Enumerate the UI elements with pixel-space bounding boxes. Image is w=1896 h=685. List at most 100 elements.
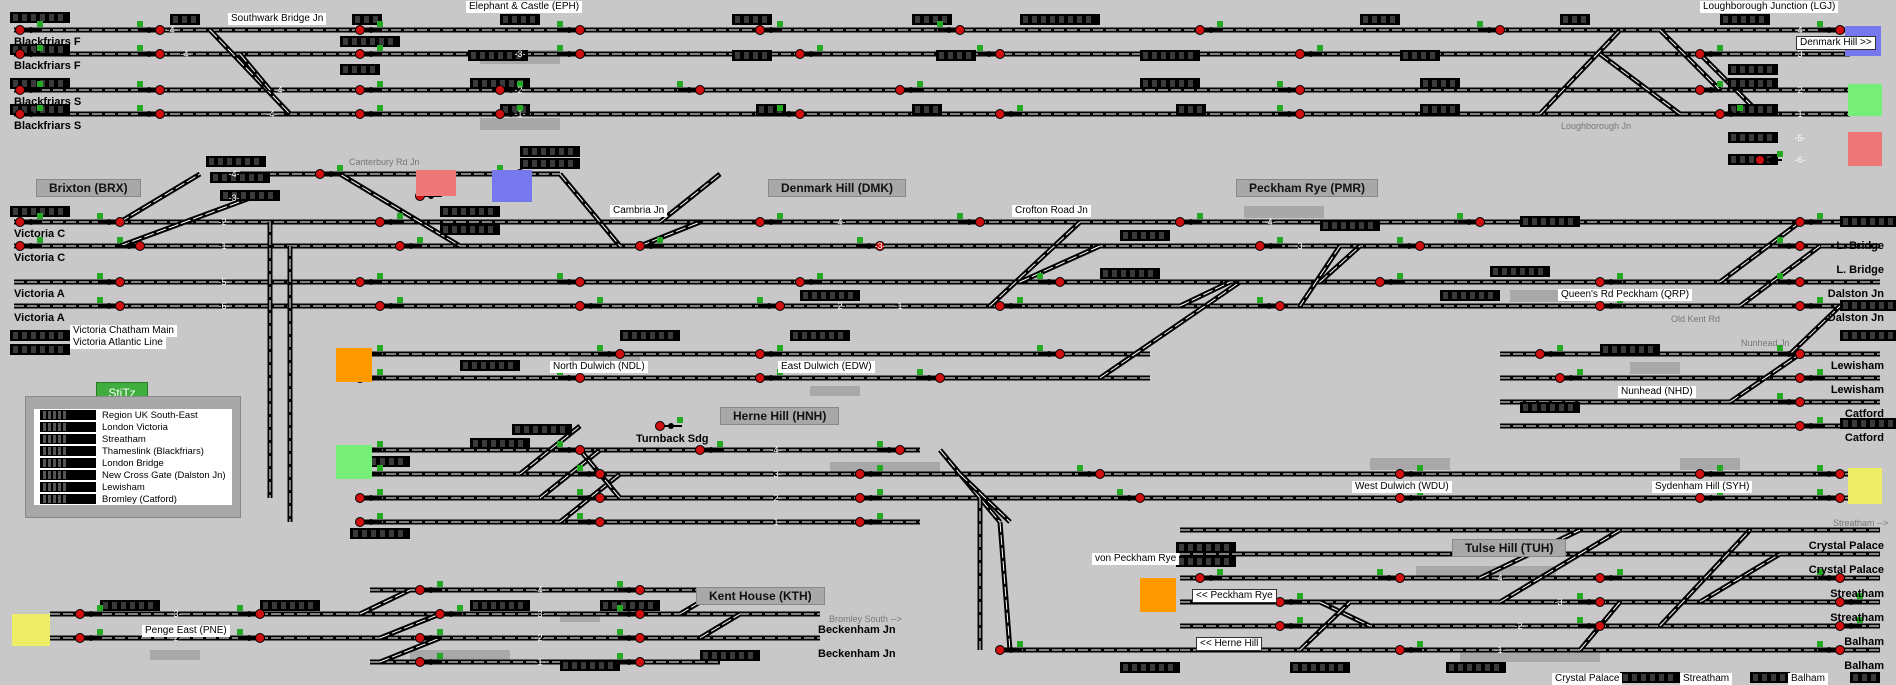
pad-syh-yellow[interactable]	[1848, 468, 1882, 504]
berth-digit	[521, 16, 526, 23]
terminal-right[interactable]: Crystal Palace	[1808, 564, 1884, 576]
track-number: -5-	[1795, 133, 1806, 143]
signal-head-off	[1046, 279, 1052, 285]
signal-marker	[1817, 569, 1823, 575]
signal-head-off	[1586, 623, 1592, 629]
signal-head-red	[635, 657, 645, 667]
to-peckham-rye-button[interactable]: << Peckham Rye	[1192, 589, 1277, 603]
berth-digit	[103, 602, 108, 609]
berth-digit	[1493, 268, 1498, 275]
berth-digit	[581, 662, 586, 669]
terminal-left[interactable]: Victoria C	[14, 252, 66, 264]
label-old-kent-rd: Old Kent Rd	[1671, 314, 1721, 324]
denmark-hill-link-button[interactable]: Denmark Hill >>	[1796, 36, 1876, 50]
signal-head-off	[1786, 399, 1792, 405]
berth-digit	[1443, 292, 1448, 299]
signal-head-off	[768, 375, 774, 381]
berth-digit	[768, 106, 773, 113]
legend-item[interactable]: Lewisham	[34, 481, 145, 493]
berth-digit	[473, 440, 478, 447]
terminal-right[interactable]: Catford	[1844, 432, 1884, 444]
berth-digit	[1888, 420, 1893, 427]
pad-lgj-red[interactable]	[1848, 132, 1882, 166]
berth-digit	[370, 38, 375, 45]
pad-ndl-orange[interactable]	[336, 348, 372, 382]
signal-head-off	[868, 495, 874, 501]
to-herne-hill-button[interactable]: << Herne Hill	[1196, 637, 1263, 651]
berth-digit	[173, 16, 178, 23]
legend-item[interactable]: Thameslink (Blackfriars)	[34, 445, 204, 457]
track-segment	[559, 173, 621, 247]
terminal-right[interactable]: Balham	[1844, 636, 1884, 648]
berth-digit	[1197, 544, 1202, 551]
berth-digit	[1421, 52, 1426, 59]
signal-marker	[37, 81, 43, 87]
berth-digit	[1550, 218, 1555, 225]
berth-digit	[942, 16, 947, 23]
signal-head-off	[428, 659, 434, 665]
signal-head-off	[626, 611, 632, 617]
signal-marker	[1417, 465, 1423, 471]
terminal-left[interactable]: Blackfriars F	[14, 36, 81, 48]
terminal-left[interactable]: Blackfriars F	[14, 60, 81, 72]
signal-head-red	[655, 421, 665, 431]
berth-digit	[31, 106, 36, 113]
terminal-beckenham-jn[interactable]: Beckenham Jn	[818, 648, 896, 660]
terminal-right[interactable]: Crystal Palace	[1808, 540, 1884, 552]
signal-head-red	[375, 217, 385, 227]
berth-digit	[1215, 558, 1220, 565]
terminal-right[interactable]: Streatham	[1830, 612, 1884, 624]
signal-marker	[1857, 617, 1863, 623]
berth-digit	[1461, 292, 1466, 299]
terminal-right[interactable]: Dalston Jn	[1827, 312, 1884, 324]
pad-peckham-orange[interactable]	[1140, 578, 1176, 612]
terminal-right[interactable]: Dalston Jn	[1827, 288, 1884, 300]
legend-item[interactable]: London Bridge	[34, 457, 164, 469]
terminal-left[interactable]: Blackfriars S	[14, 120, 82, 132]
legend-item[interactable]: New Cross Gate (Dalston Jn)	[34, 469, 226, 481]
terminal-right[interactable]: L. Bridge	[1836, 240, 1884, 252]
berth-digit	[1550, 404, 1555, 411]
berth-digit	[603, 602, 608, 609]
signal-marker	[417, 237, 423, 243]
signal-head-red	[1795, 349, 1805, 359]
signal-head-red	[1195, 573, 1205, 583]
terminal-right[interactable]: Streatham	[1830, 588, 1884, 600]
pad-hnh-green[interactable]	[336, 445, 372, 479]
pad-lgj-green[interactable]	[1848, 84, 1882, 116]
berth-digit	[40, 14, 45, 21]
terminal-left[interactable]: Victoria A	[14, 312, 65, 324]
signal-marker	[1417, 641, 1423, 647]
berth-digit	[490, 362, 495, 369]
terminal-left[interactable]: Blackfriars S	[14, 96, 82, 108]
terminal-beckenham-jn[interactable]: Beckenham Jn	[818, 624, 896, 636]
signal-head-red	[355, 517, 365, 527]
legend-item[interactable]: Region UK South-East	[34, 409, 198, 421]
terminal-left[interactable]: Victoria C	[14, 228, 66, 240]
pad-brixton-red[interactable]	[416, 170, 456, 196]
berth-digit	[1870, 302, 1875, 309]
berth-digit	[236, 158, 241, 165]
berth-digit	[31, 80, 36, 87]
legend-item[interactable]: Streatham	[34, 433, 146, 445]
terminal-right[interactable]: Catford	[1844, 408, 1884, 420]
terminal-left[interactable]: Victoria A	[14, 288, 65, 300]
legend-item[interactable]: London Victoria	[34, 421, 168, 433]
berth-digit	[1206, 544, 1211, 551]
berth-digit	[812, 292, 817, 299]
pad-penge-yellow[interactable]	[12, 614, 50, 646]
signal-head-red	[355, 277, 365, 287]
terminal-right[interactable]: Balham	[1844, 660, 1884, 672]
pad-brixton-blue[interactable]	[492, 170, 532, 202]
signal-marker	[1577, 617, 1583, 623]
signal-head-off	[1848, 623, 1854, 629]
berth-digit	[1450, 106, 1455, 113]
terminal-right[interactable]: Lewisham	[1830, 384, 1884, 396]
berth-digit	[1103, 270, 1108, 277]
legend-item[interactable]: Bromley (Catford)	[34, 493, 177, 505]
terminal-right[interactable]: L. Bridge	[1836, 264, 1884, 276]
platform-shade	[150, 650, 200, 660]
terminal-right[interactable]: Lewisham	[1830, 360, 1884, 372]
signal-marker	[1817, 641, 1823, 647]
signal-head-red	[115, 217, 125, 227]
